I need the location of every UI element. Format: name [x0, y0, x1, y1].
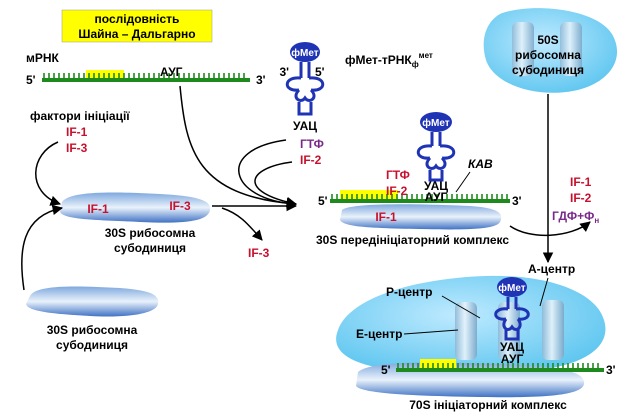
arrow-if2-to-preinit	[254, 161, 298, 208]
trna-70s-anticodon: УАЦ	[500, 340, 524, 354]
pre-5end: 5'	[318, 194, 328, 208]
init-factor-if3: IF-3	[66, 141, 88, 155]
mrna-label: мРНК	[26, 51, 60, 65]
trna-pre-fmet: фМет	[422, 117, 450, 129]
trna-label: фМет-тРНКфмет	[345, 51, 433, 69]
70s-5end: 5'	[381, 363, 391, 377]
subunit-50s-top: 50S рибосомна субодиниця	[483, 8, 618, 93]
30s-free-line2: субодиниця	[56, 338, 128, 352]
70s-3end: 3'	[606, 363, 616, 377]
preinit-complex: 5' 3' IF-1 ГТФ IF-2 КАВ	[318, 157, 522, 230]
initiation-factors: фактори ініціації IF-1 IF-3	[30, 109, 130, 155]
gtp-label: ГТФ	[300, 137, 324, 151]
pre-if2: IF-2	[386, 184, 408, 198]
trna-top-5end: 5'	[315, 65, 325, 79]
arrow-release-factors	[509, 221, 591, 236]
arrow-free30s-to-bound	[21, 204, 64, 291]
trna-pre-codon: АУГ	[425, 190, 448, 204]
50s-line2: рибосомна	[515, 48, 581, 62]
arrow-mrna-to-preinit	[179, 85, 298, 209]
trna-pre-anticodon: УАЦ	[424, 179, 448, 193]
trna-top-3end: 3'	[279, 65, 289, 79]
pre-kab: КАВ	[468, 157, 493, 171]
70s-caption: 70S ініціаторний комплекс	[409, 398, 567, 412]
70s-p-site: Р-центр	[386, 285, 433, 299]
30s-bound-if1: IF-1	[87, 202, 109, 216]
30s-bound-line1: 30S рибосомна	[105, 226, 196, 240]
pre-3end: 3'	[512, 194, 522, 208]
mrna-5-end: 5'	[26, 73, 36, 87]
subunit-30s-free: 30S рибосомна субодиниця	[26, 286, 159, 352]
trna-70s-codon: АУГ	[501, 352, 524, 366]
trna-70s: фМет УАЦ АУГ	[494, 277, 530, 366]
pre-gtp: ГТФ	[386, 168, 410, 182]
50s-line3: субодиниця	[512, 63, 584, 77]
arrow-factors-to-30s	[35, 141, 61, 206]
30s-bound-if3: IF-3	[169, 199, 191, 213]
released-gdp: ГДФ+Фн	[552, 209, 599, 225]
arrow-if3-release	[221, 207, 263, 241]
trna-top-fmet: фМет	[291, 47, 319, 59]
trna-top-anticodon: УАЦ	[293, 119, 317, 133]
mrna-start-codon: АУГ	[160, 65, 183, 79]
30s-free-line1: 30S рибосомна	[47, 323, 138, 337]
70s-e-site: Е-центр	[356, 327, 403, 341]
trna-top: фМет 3' 5' УАЦ	[279, 42, 325, 133]
released-if2: IF-2	[570, 191, 592, 205]
if2-label: IF-2	[300, 153, 322, 167]
sd-line1: послідовність	[95, 12, 180, 26]
50s-line1: 50S	[537, 33, 558, 47]
arrow-trna-to-preinit	[238, 139, 298, 209]
30s-bound-line2: субодиниця	[114, 241, 186, 255]
mrna-strand: мРНК 5' АУГ 3'	[26, 51, 266, 87]
init-factors-title: фактори ініціації	[30, 109, 130, 123]
subunit-30s-bound: IF-1 IF-3 30S рибосомна субодиниця	[60, 192, 211, 255]
released-if1: IF-1	[570, 175, 592, 189]
if3-released: IF-3	[248, 246, 270, 260]
mrna-sd-highlight	[86, 70, 124, 78]
pre-if1: IF-1	[375, 210, 397, 224]
70s-a-site: А-центр	[528, 262, 575, 276]
flow-arrows	[21, 85, 591, 291]
init-factor-if1: IF-1	[66, 125, 88, 139]
complex-70s: 5' 3' А-центр Р-центр Е-центр	[336, 262, 616, 398]
sd-line2: Шайна – Дальгарно	[78, 27, 195, 41]
trna-70s-fmet: фМет	[498, 282, 526, 294]
shine-dalgarno-label: послідовність Шайна – Дальгарно	[61, 9, 213, 43]
mrna-3-end: 3'	[256, 73, 266, 87]
trna-preinit: фМет УАЦ АУГ	[416, 112, 456, 204]
preinit-caption: 30S передініціаторний комплекс	[316, 233, 509, 247]
